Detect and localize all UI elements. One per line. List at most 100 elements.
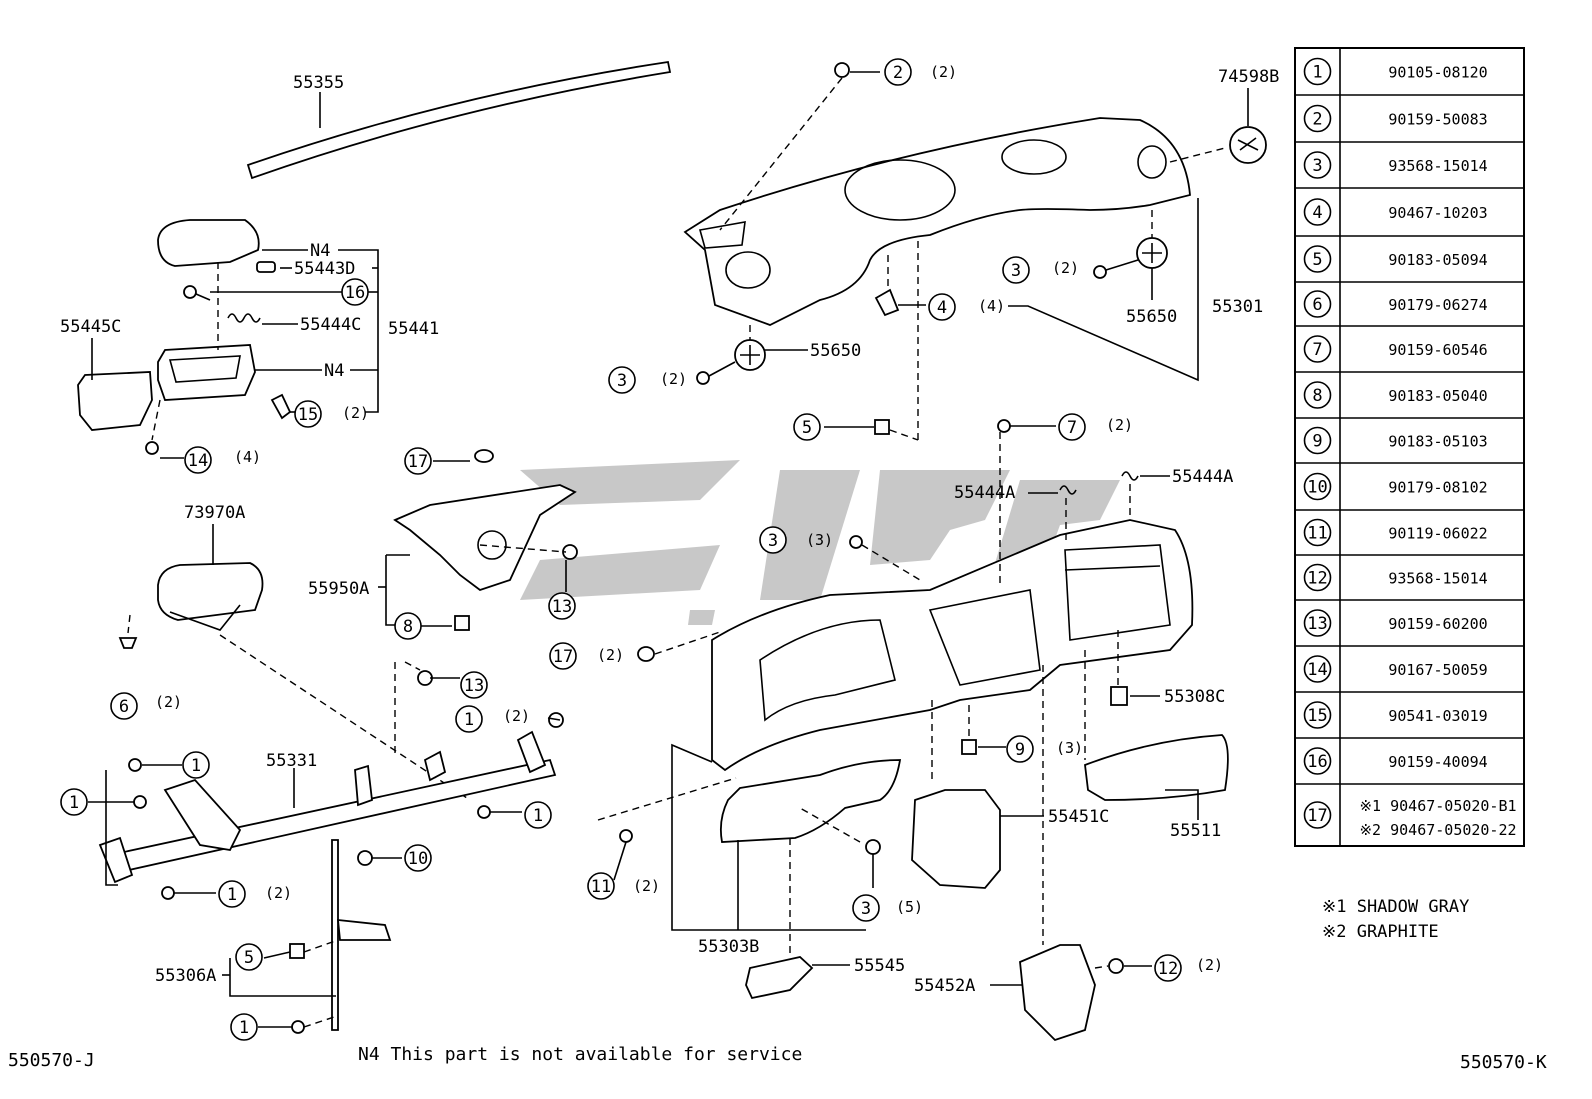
screw-2-top [834, 62, 850, 78]
label-55451c: 55451C [1048, 807, 1109, 827]
callout-3: 3 [1002, 256, 1030, 284]
callout-number: 7 [1067, 418, 1077, 438]
table-ref: 12 [1307, 569, 1327, 589]
qty-2-3a: (2) [1052, 259, 1079, 277]
spring-55444c [227, 313, 261, 323]
table-part-number: 90119-06022 [1388, 525, 1487, 543]
callout-10: 10 [404, 844, 432, 872]
callout-number: 3 [1011, 261, 1021, 281]
callout-7: 7 [1058, 413, 1086, 441]
qty-2-15: (2) [342, 404, 369, 422]
table-part-number: 90179-08102 [1388, 479, 1487, 497]
callout-number: 8 [403, 617, 413, 637]
table-ref: 10 [1307, 478, 1327, 498]
callout-6: 6 [110, 692, 138, 720]
table-ref: 4 [1312, 203, 1322, 223]
label-55444a-right: 55444A [1172, 467, 1233, 487]
reinforcement-55331 [98, 670, 564, 900]
table-part-number: 90105-08120 [1388, 64, 1487, 82]
callout-16: 16 [341, 278, 369, 306]
table-part-number: 90167-50059 [1388, 661, 1487, 679]
label-55444c: 55444C [300, 315, 361, 335]
callout-1: 1 [182, 751, 210, 779]
callout-number: 3 [617, 371, 627, 391]
callout-3: 3 [852, 894, 880, 922]
cover-55545 [745, 956, 814, 1000]
label-55650-right: 55650 [1126, 307, 1177, 327]
table-ref: 13 [1307, 614, 1327, 634]
qty-3-9: (3) [1056, 739, 1083, 757]
table-row: 14 90167-50059 [1295, 645, 1524, 683]
callout-number: 1 [533, 806, 543, 826]
table-ref: 14 [1307, 660, 1327, 680]
qty-2-top: (2) [930, 63, 957, 81]
bolt-13-mid [562, 544, 578, 560]
callout-15: 15 [294, 400, 322, 428]
table-ref: 17 [1307, 806, 1327, 826]
qty-2-11: (2) [633, 877, 660, 895]
clip-17-top [474, 449, 494, 463]
callout-9: 9 [1006, 735, 1034, 763]
label-55306a: 55306A [155, 966, 216, 986]
clip-55308c [1110, 686, 1128, 706]
pad-73970a [157, 562, 264, 631]
screw-7 [997, 419, 1011, 433]
panel-55950a [393, 484, 577, 592]
label-55452a: 55452A [914, 976, 975, 996]
table-part-number: 93568-15014 [1388, 157, 1487, 175]
label-55308c: 55308C [1164, 687, 1225, 707]
callout-number: 1 [239, 1018, 249, 1038]
qty-2-12: (2) [1196, 956, 1223, 974]
spring-55444a-left [1059, 485, 1077, 495]
box-n4 [157, 344, 256, 401]
callout-number: 9 [1015, 740, 1025, 760]
qty-2-1b: (2) [265, 884, 292, 902]
table-ref: 3 [1312, 156, 1322, 176]
label-55355: 55355 [293, 73, 344, 93]
table-ref: 5 [1312, 250, 1322, 270]
callout-number: 14 [188, 451, 208, 471]
callout-8: 8 [394, 612, 422, 640]
table-row: 3 93568-15014 [1295, 141, 1524, 179]
callout-number: 12 [1158, 959, 1178, 979]
callout-number: 1 [69, 793, 79, 813]
lid-n4 [157, 219, 260, 267]
callout-1: 1 [60, 788, 88, 816]
callout-1: 1 [524, 801, 552, 829]
callout-3: 3 [759, 526, 787, 554]
label-55650-left: 55650 [810, 341, 861, 361]
cap-74598b [1229, 126, 1267, 164]
label-74598b: 74598B [1218, 67, 1279, 87]
table-part-number: 90541-03019 [1388, 707, 1487, 725]
label-n4-lid: N4 [310, 241, 330, 261]
screw-14 [145, 441, 159, 455]
screw-11 [619, 829, 633, 843]
callout-number: 15 [298, 405, 318, 425]
footer-right-code: 550570-K [1460, 1052, 1547, 1073]
screw-3-mid [849, 535, 863, 549]
brace-55306a [289, 839, 392, 1034]
dash-upper-55301 [683, 117, 1191, 326]
clip-17-mid [637, 646, 655, 662]
callout-4: 4 [928, 293, 956, 321]
glove-box-55511 [1084, 734, 1229, 801]
label-55950a: 55950A [308, 579, 369, 599]
legend-note-1: ※1 SHADOW GRAY [1322, 897, 1469, 917]
table-part-number: 90183-05094 [1388, 251, 1487, 269]
nut-8 [454, 615, 470, 631]
callout-number: 3 [861, 899, 871, 919]
qty-4-14: (4) [234, 448, 261, 466]
vent-55650-left [734, 339, 766, 371]
clip-4 [874, 288, 900, 317]
vent-55650-right [1136, 237, 1168, 269]
nut-5-top [874, 419, 890, 435]
table-row: 10 90179-08102 [1295, 462, 1524, 501]
windshield-molding-55355 [246, 60, 672, 180]
legend-note-2: ※2 GRAPHITE [1322, 922, 1439, 942]
